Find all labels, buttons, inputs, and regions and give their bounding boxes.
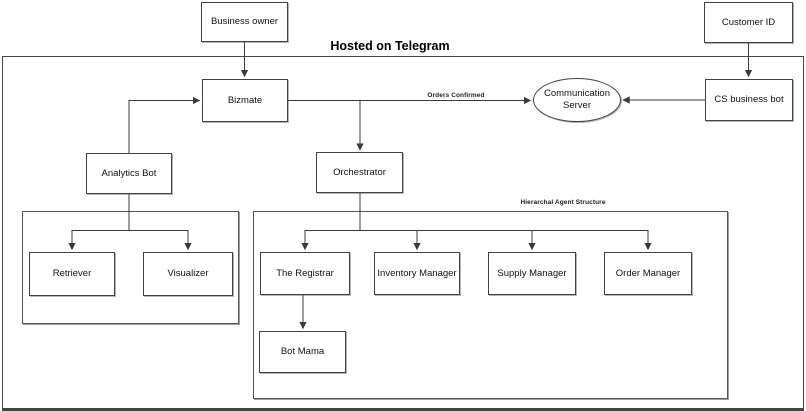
group-hosted-on-telegram[interactable] (2, 56, 804, 409)
node-order-manager[interactable]: Order Manager (604, 252, 692, 295)
node-visualizer-label: Visualizer (167, 268, 209, 280)
group-hierarchal-agent-structure[interactable] (253, 211, 728, 399)
edge-analytics-bot-to-bizmate (128, 96, 201, 153)
node-order-manager-label: Order Manager (615, 267, 681, 279)
edge-analytics-bot-to-visualizer (128, 230, 192, 251)
node-bot-mama-label: Bot Mama (280, 346, 325, 358)
group-label-hierarchal-agent-structure: Hierarchal Agent Structure (520, 199, 606, 206)
group-analytics-subsystem[interactable] (22, 211, 239, 324)
node-communication-server[interactable]: Communication Server (533, 78, 621, 122)
node-inventory-manager-label: Inventory Manager (377, 267, 457, 279)
node-visualizer[interactable]: Visualizer (143, 252, 233, 296)
node-the-registrar-label: The Registrar (276, 267, 334, 279)
node-bizmate[interactable]: Bizmate (202, 79, 288, 122)
edge-analytics-bot-to-retriever (68, 230, 130, 251)
node-bot-mama[interactable]: Bot Mama (259, 331, 346, 373)
node-orchestrator-label: Orchestrator (333, 166, 386, 178)
node-business-owner-label: Business owner (210, 16, 279, 28)
node-business-owner[interactable]: Business owner (201, 2, 288, 42)
node-customer-id[interactable]: Customer ID (704, 2, 793, 43)
node-cs-business-bot-label: CS business bot (714, 94, 784, 106)
node-bizmate-label: Bizmate (227, 94, 263, 106)
node-inventory-manager[interactable]: Inventory Manager (374, 252, 460, 295)
node-retriever[interactable]: Retriever (29, 252, 115, 296)
node-supply-manager-label: Supply Manager (497, 267, 567, 279)
node-analytics-bot[interactable]: Analytics Bot (86, 153, 172, 194)
node-the-registrar[interactable]: The Registrar (260, 252, 350, 295)
diagram-title: Hosted on Telegram (330, 39, 450, 53)
node-orchestrator[interactable]: Orchestrator (316, 152, 403, 193)
node-retriever-label: Retriever (52, 268, 92, 280)
node-analytics-bot-label: Analytics Bot (101, 167, 157, 179)
node-communication-server-label: Communication Server (544, 88, 610, 111)
edge-label-orders-confirmed: Orders Confirmed (427, 92, 485, 99)
node-supply-manager[interactable]: Supply Manager (488, 252, 576, 295)
node-cs-business-bot[interactable]: CS business bot (705, 79, 793, 121)
node-customer-id-label: Customer ID (721, 16, 776, 28)
